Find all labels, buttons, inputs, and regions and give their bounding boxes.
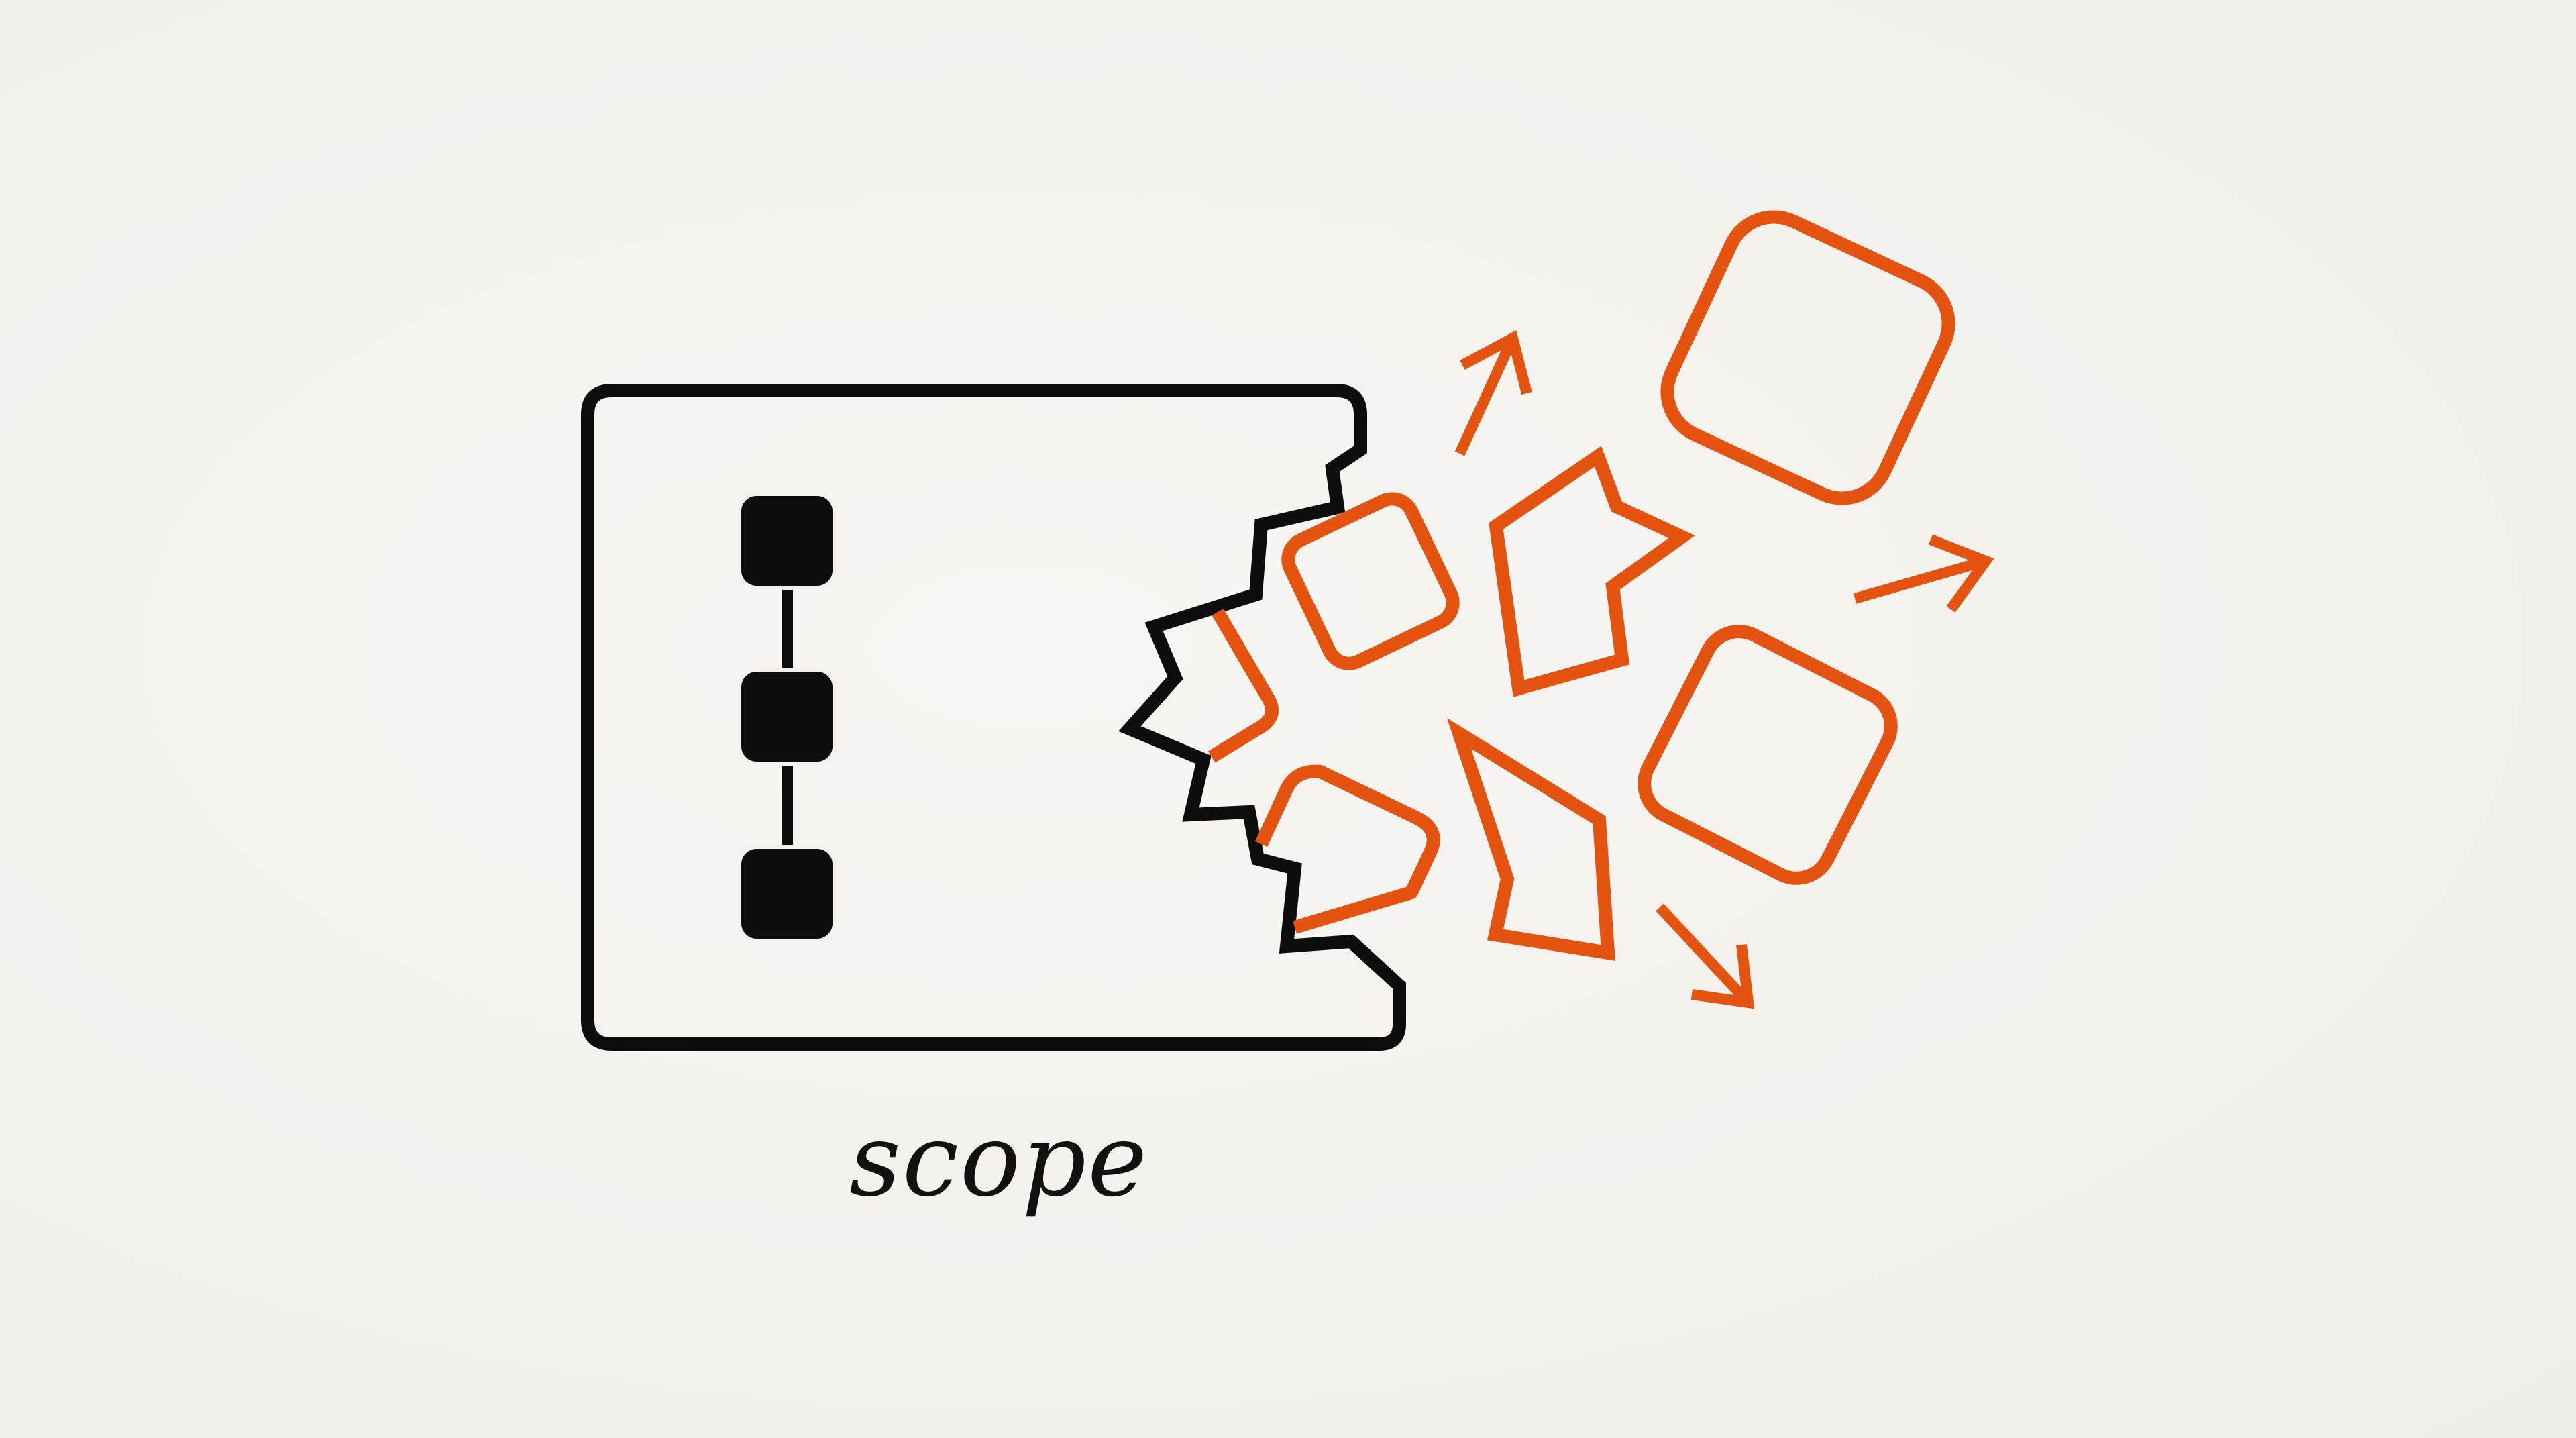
scope-container-icon [581, 384, 1406, 1051]
fragment-kite-lower [1446, 718, 1615, 961]
escaping-fragments-icon [1208, 210, 1955, 961]
fragment-wedge-lower [1254, 764, 1440, 934]
fragment-irregular-center [1489, 446, 1695, 697]
caption-label: scope [849, 1102, 1149, 1219]
outward-arrows [1454, 330, 1994, 1009]
fragment-square-large [1660, 210, 1955, 505]
block-top [737, 492, 837, 590]
container-outline [581, 384, 1406, 1051]
linked-blocks-icon [737, 492, 837, 943]
block-middle [737, 668, 837, 766]
outward-arrow-icon [1454, 330, 1532, 456]
fragment-wedge-upper [1208, 608, 1279, 763]
outward-arrow-icon [1656, 903, 1755, 1009]
outward-arrow-icon [1853, 534, 1994, 613]
fragment-square-small [1281, 492, 1460, 670]
fragment-square-right [1638, 625, 1898, 885]
block-bottom [737, 845, 837, 943]
